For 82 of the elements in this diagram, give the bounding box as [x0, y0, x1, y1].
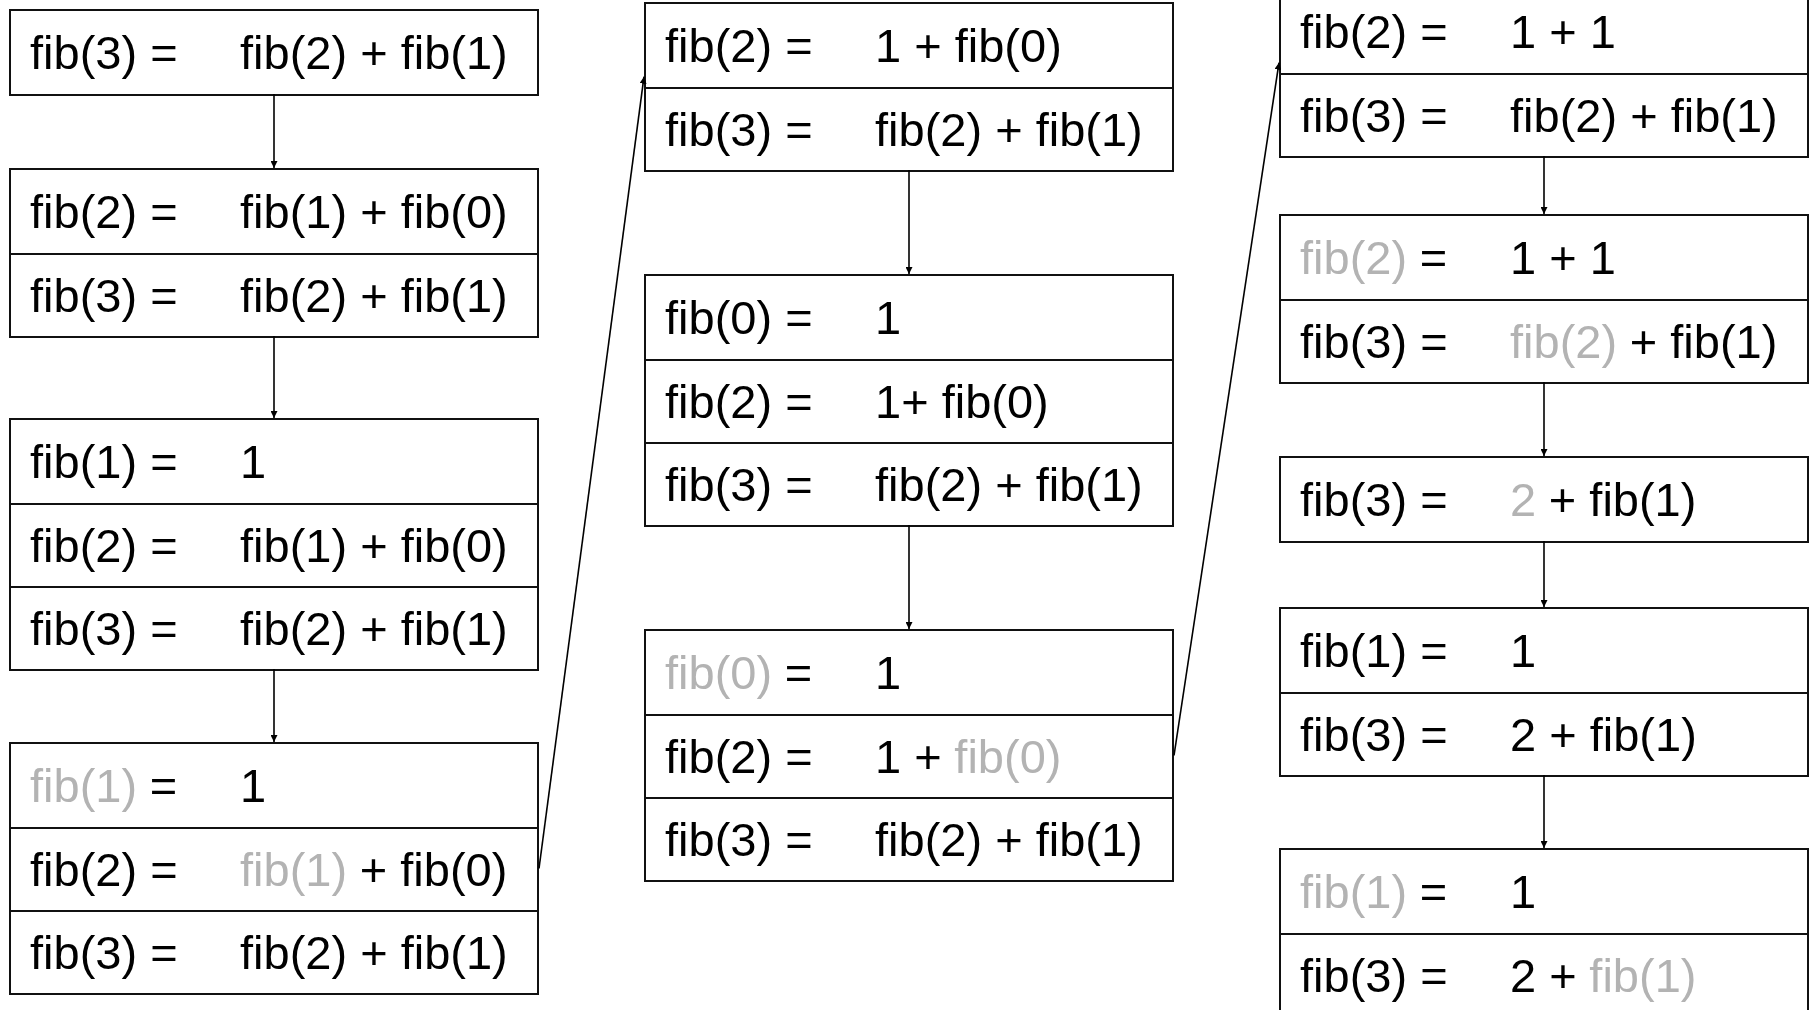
arrow [270, 335, 278, 419]
faded-term: fib(2) [1510, 314, 1618, 369]
equation-term: 1 + 1 [1510, 230, 1616, 285]
stack-frame [644, 2, 1174, 172]
arrow [1540, 155, 1548, 215]
equation-term: 1+ fib(0) [875, 374, 1049, 429]
equation-term: fib(0) = [665, 290, 813, 345]
equation-term: fib(2) + fib(1) [875, 102, 1143, 157]
equation-term: fib(3) = [665, 102, 813, 157]
equation-term: fib(2) = [30, 518, 178, 573]
equation-term: fib(2) + fib(1) [240, 601, 508, 656]
equation-term: fib(2) + fib(1) [875, 457, 1143, 512]
equation-term: = [1419, 230, 1448, 285]
equation-term: 1 [240, 434, 267, 489]
arrow [1540, 540, 1548, 608]
equation-term: 1 + [875, 729, 942, 784]
equation-term: fib(3) = [1300, 314, 1448, 369]
arrow [905, 169, 913, 275]
equation-term: fib(2) = [30, 842, 178, 897]
equation-term: fib(3) = [665, 812, 813, 867]
stack-frame [1279, 0, 1809, 158]
equation-term: 1 + 1 [1510, 4, 1616, 59]
equation-term: = [784, 645, 813, 700]
equation-term: fib(2) = [30, 184, 178, 239]
equation-term: fib(2) + fib(1) [240, 25, 508, 80]
arrow [905, 524, 913, 630]
equation-term: fib(3) = [30, 268, 178, 323]
equation-term: fib(2) = [665, 374, 813, 429]
equation-term: fib(2) + fib(1) [1510, 88, 1778, 143]
equation-term: 2 + fib(1) [1510, 707, 1697, 762]
equation-term: 1 [1510, 864, 1537, 919]
stack-frame [1279, 214, 1809, 384]
equation-term: fib(3) = [1300, 472, 1448, 527]
equation-term: 1 + fib(0) [875, 18, 1062, 73]
stack-frame [1279, 848, 1809, 1010]
arrow [1540, 381, 1548, 457]
equation-term: fib(3) = [665, 457, 813, 512]
equation-term: fib(2) + fib(1) [875, 812, 1143, 867]
equation-term: fib(1) + fib(0) [240, 184, 508, 239]
equation-term: fib(3) = [1300, 948, 1448, 1003]
faded-term: fib(0) [954, 729, 1062, 784]
faded-term: fib(1) [1589, 948, 1697, 1003]
arrow [270, 93, 278, 169]
faded-term: fib(1) [1300, 864, 1408, 919]
faded-term: fib(1) [30, 758, 138, 813]
equation-term: fib(2) = [665, 729, 813, 784]
stack-frame [644, 274, 1174, 527]
equation-term: fib(1) + fib(0) [240, 518, 508, 573]
arrow [1540, 774, 1548, 849]
equation-term: 1 [875, 645, 902, 700]
stack-frame [1279, 607, 1809, 777]
stack-frame [9, 168, 539, 338]
equation-term: + fib(1) [1629, 314, 1778, 369]
stack-frame [644, 629, 1174, 882]
equation-term: fib(3) = [1300, 88, 1448, 143]
equation-term: fib(2) = [665, 18, 813, 73]
equation-term: fib(2) + fib(1) [240, 925, 508, 980]
stack-frame [9, 418, 539, 671]
arrow [270, 668, 278, 743]
equation-term: + fib(1) [1548, 472, 1697, 527]
equation-term: 1 [240, 758, 267, 813]
equation-term: fib(2) + fib(1) [240, 268, 508, 323]
equation-term: fib(2) = [1300, 4, 1448, 59]
arrow [538, 75, 647, 870]
faded-term: fib(1) [240, 842, 348, 897]
equation-term: fib(3) = [30, 601, 178, 656]
equation-term: fib(3) = [30, 25, 178, 80]
equation-term: fib(3) = [30, 925, 178, 980]
equation-term: fib(3) = [1300, 707, 1448, 762]
arrow [1173, 61, 1282, 757]
equation-term: fib(1) = [1300, 623, 1448, 678]
equation-term: 2 + [1510, 948, 1577, 1003]
stack-frame [9, 742, 539, 995]
equation-term: = [1419, 864, 1448, 919]
faded-term: 2 [1510, 472, 1537, 527]
equation-term: = [149, 758, 178, 813]
equation-term: 1 [875, 290, 902, 345]
equation-term: fib(1) = [30, 434, 178, 489]
faded-term: fib(0) [665, 645, 773, 700]
equation-term: 1 [1510, 623, 1537, 678]
equation-term: + fib(0) [359, 842, 508, 897]
faded-term: fib(2) [1300, 230, 1408, 285]
